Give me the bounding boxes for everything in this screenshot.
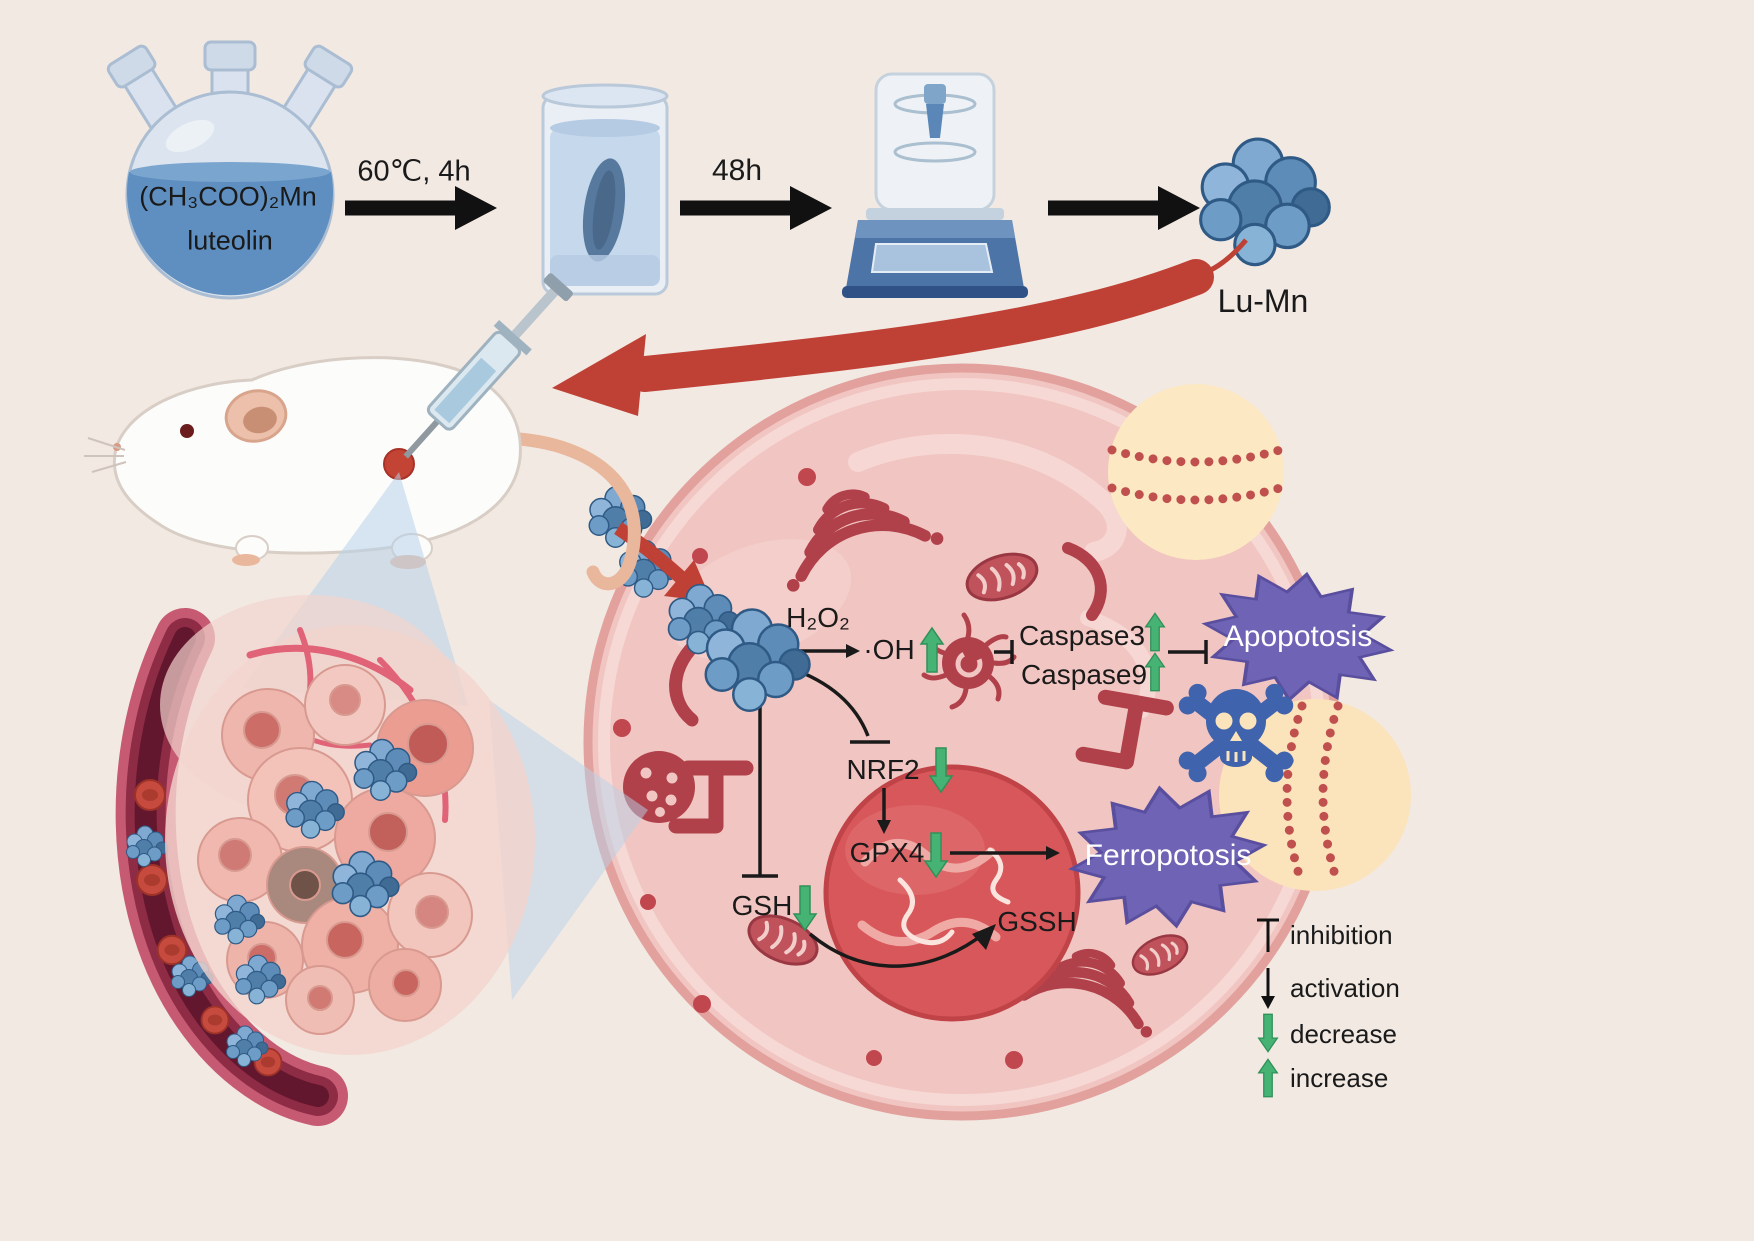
ferroptosis-label: Ferropotosis (1084, 839, 1252, 872)
three-neck-flask-icon (106, 40, 354, 300)
caspase9-label: Caspase9 (1020, 659, 1148, 690)
tumor-mass-icon (160, 595, 535, 1055)
arrow-step2 (680, 186, 832, 230)
step2-condition-label: 48h (711, 154, 763, 187)
reagent-label-line2: luteolin (187, 225, 273, 256)
gssh-label: GSSH (997, 906, 1077, 937)
blood-vessel-icon (115, 608, 348, 1126)
legend-label-activation: activation (1290, 973, 1400, 1003)
reagent-label-line1: (CH₃COO)₂Mn (139, 181, 317, 212)
increase-symbol (1258, 1058, 1278, 1098)
damaged-mitochondrion-icon (921, 612, 1017, 710)
membrane-fragment-icon (1219, 699, 1411, 891)
zoom-cone-tumor-to-cell (489, 700, 648, 1000)
h2o2-label: H₂O₂ (786, 602, 850, 633)
gpx4-label: GPX4 (849, 837, 925, 868)
legend-label-increase: increase (1290, 1063, 1389, 1093)
beaker-icon (541, 83, 669, 296)
skull-icon (1178, 683, 1294, 783)
decrease-symbol (1258, 1013, 1278, 1053)
mouse-icon (84, 356, 641, 591)
oh-radical-label: ·OH (863, 634, 915, 665)
nucleus-icon (823, 764, 1081, 1022)
freeze-dryer-icon (842, 72, 1028, 298)
legend-label-decrease: decrease (1290, 1019, 1397, 1049)
legend-symbols (1257, 918, 1279, 1098)
membrane-fragment-icon (1107, 384, 1285, 560)
arrow-step1 (345, 186, 497, 230)
step1-condition-label: 60℃, 4h (357, 155, 471, 188)
mechanism-connectors (742, 640, 1208, 968)
syringe-icon (403, 273, 573, 459)
nrf2-label: NRF2 (846, 754, 920, 785)
activation-arrow-symbol (1261, 968, 1275, 1009)
caspase3-label: Caspase3 (1018, 620, 1146, 651)
vesicle-dots (613, 468, 1188, 1069)
inhibition-symbol (1257, 918, 1279, 952)
product-label: Lu-Mn (1217, 283, 1309, 319)
lu-mn-nanoparticle-icon (1199, 137, 1331, 267)
apoptosis-label: Apopotosis (1223, 620, 1373, 653)
red-return-arrow (552, 238, 1248, 416)
gsh-label: GSH (731, 890, 793, 921)
arrow-step3 (1048, 186, 1200, 230)
vesicle-icon (623, 751, 695, 823)
legend-label-inhibition: inhibition (1290, 920, 1393, 950)
